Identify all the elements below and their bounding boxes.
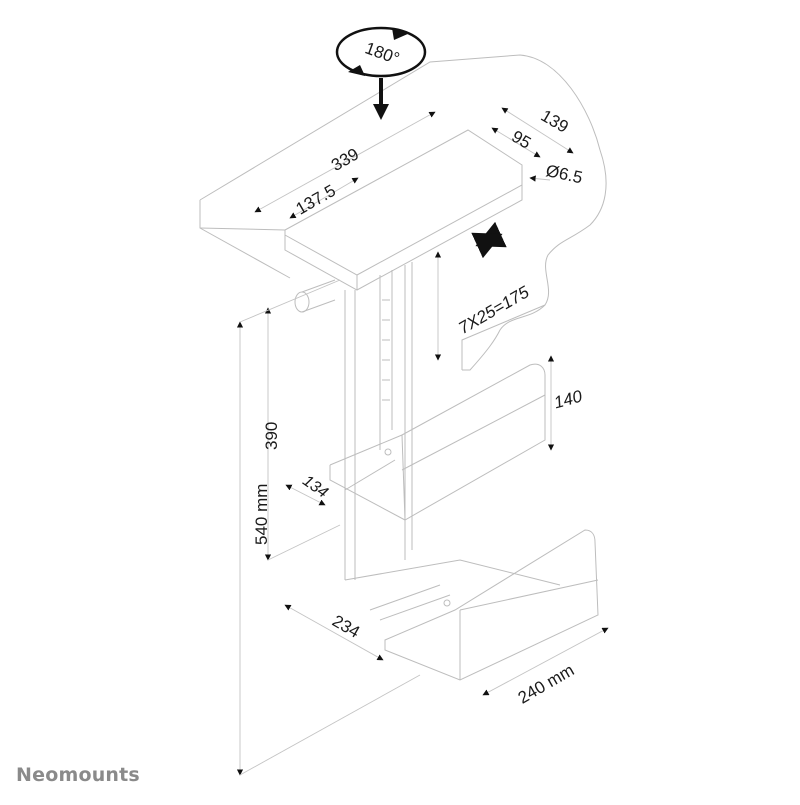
dimension-lines <box>236 107 609 776</box>
rotation-label: 180° <box>362 38 402 68</box>
brand-logo: Neomounts <box>16 764 140 786</box>
vertical-column <box>294 262 413 580</box>
dim-hole-diameter: Ø6.5 <box>544 161 584 187</box>
dim-140: 140 <box>552 386 585 412</box>
dim-240: 240 mm <box>515 660 578 707</box>
dim-234: 234 <box>329 611 363 642</box>
dim-339: 339 <box>328 144 362 175</box>
dim-540: 540 mm <box>252 484 271 545</box>
mounting-plate <box>284 129 523 291</box>
desk-slab <box>199 54 607 371</box>
dim-134: 134 <box>299 472 331 501</box>
dim-390: 390 <box>262 422 281 450</box>
base-tray <box>344 529 599 681</box>
dim-95: 95 <box>508 127 534 153</box>
dim-139: 139 <box>538 106 572 137</box>
rotation-indicator: 180° <box>335 26 427 120</box>
dim-height-adjust: 7X25=175 <box>455 282 533 338</box>
dimension-labels: 339 137.5 139 95 Ø6.5 7X25=175 140 390 5… <box>252 106 585 708</box>
upper-side-bracket <box>329 363 546 521</box>
